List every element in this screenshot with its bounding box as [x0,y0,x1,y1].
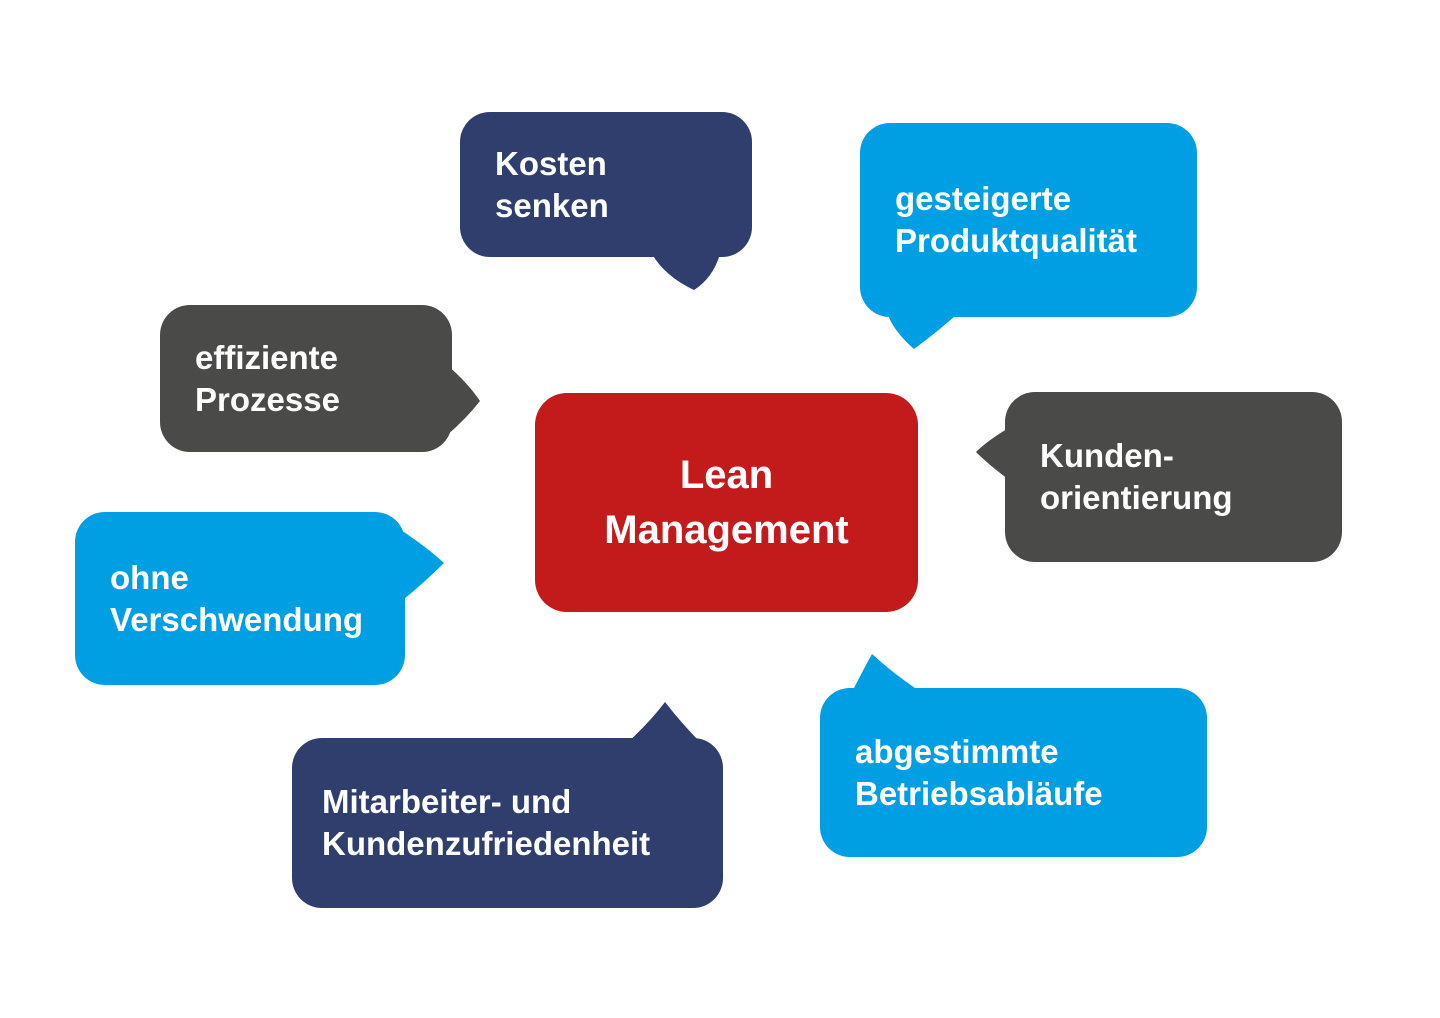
bubble-text-line: Betriebsabläufe [855,774,1103,812]
bubble-kosten-senken: Kosten senken [460,112,752,257]
bubble-effiziente-prozesse: effiziente Prozesse [160,305,452,452]
center-title-line: Management [604,507,849,552]
center-box-lean-management: Lean Management [535,393,918,612]
center-title-line: Lean [679,452,774,497]
bubble-text-line: ohne [110,558,189,596]
bubble-text-line: orientierung [1040,479,1233,516]
bubble-text-line: senken [495,186,609,224]
bubble-text-line: Prozesse [195,380,340,418]
bubble-text-line: Kosten [495,144,607,182]
bubble-text-line: gesteigerte [895,180,1072,217]
bubble-kundenorientierung: Kunden- orientierung [1005,392,1342,562]
bubble-text-line: Produktqualität [895,222,1138,259]
bubble-ohne-verschwendung: ohne Verschwendung [75,512,405,685]
bubble-abgestimmte-betriebsablaeufe: abgestimmte Betriebsabläufe [820,688,1207,857]
bubble-mitarbeiter-kundenzufriedenheit: Mitarbeiter- und Kundenzufriedenheit [292,738,723,908]
bubble-gesteigerte-produktqualitaet: gesteigerte Produktqualität [860,123,1197,317]
bubble-text-line: Verschwendung [110,600,364,638]
bubble-text-line: effiziente [195,338,339,376]
bubble-text-line: Kundenzufriedenheit [322,825,651,862]
bubble-text-line: Mitarbeiter- und [322,783,572,820]
bubble-text-line: Kunden- [1040,437,1174,474]
bubble-text-line: abgestimmte [855,732,1059,770]
